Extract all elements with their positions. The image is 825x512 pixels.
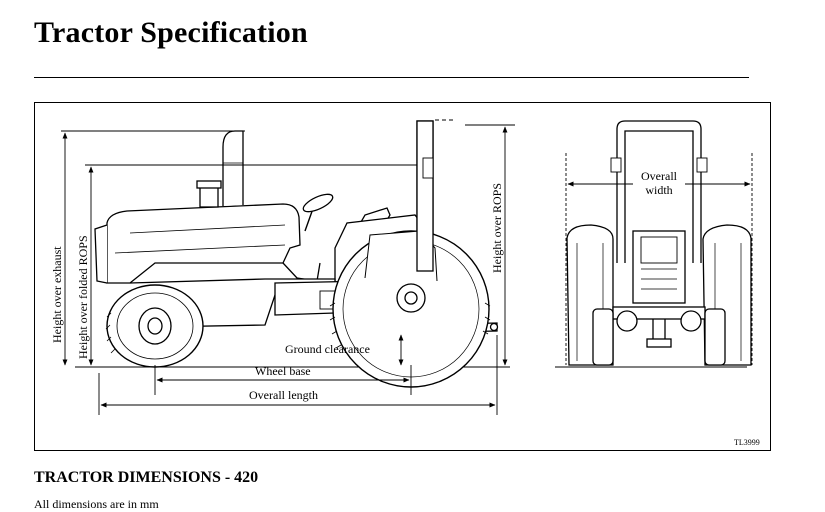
label-wheel-base: Wheel base <box>255 364 311 378</box>
label-overall-width-line2: width <box>645 183 672 197</box>
label-overall-length: Overall length <box>249 388 318 402</box>
label-height-over-rops: Height over ROPS <box>490 183 504 273</box>
title-divider <box>34 77 749 78</box>
section-heading: TRACTOR DIMENSIONS - 420 <box>34 469 259 486</box>
label-height-over-exhaust: Height over exhaust <box>50 246 64 343</box>
side-view-dimensions <box>61 124 515 415</box>
label-height-over-folded-rops: Height over folded ROPS <box>76 235 90 359</box>
tractor-dimensions-figure: Height over exhaust Height over folded R… <box>34 102 771 451</box>
label-overall-width-line1: Overall <box>641 169 678 183</box>
page-title: Tractor Specification <box>34 16 308 49</box>
figure-code: TL3999 <box>734 438 760 447</box>
dimensions-note: All dimensions are in mm <box>34 497 159 511</box>
tractor-front-view <box>555 120 752 368</box>
label-ground-clearance: Ground clearance <box>285 342 370 356</box>
tractor-side-view <box>75 119 510 388</box>
front-view-dimensions <box>565 153 753 365</box>
